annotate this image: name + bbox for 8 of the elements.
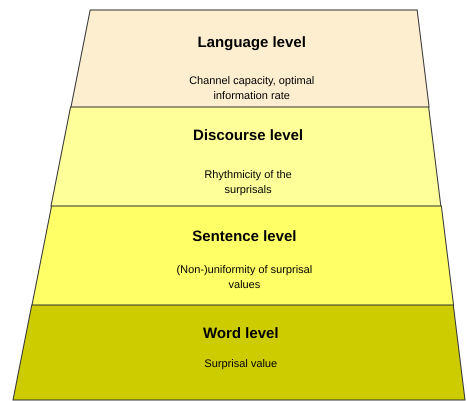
level-description: Rhythmicity of the surprisals bbox=[203, 168, 293, 198]
level-description: Surprisal value bbox=[203, 357, 278, 372]
level-description: (Non-)uniformity of surprisal values bbox=[176, 263, 314, 293]
level-title: Discourse level bbox=[192, 127, 304, 144]
level-title: Language level bbox=[196, 34, 307, 51]
level-description: Channel capacity, optimal information rate bbox=[188, 74, 316, 104]
level-title: Word level bbox=[202, 325, 280, 342]
level-title: Sentence level bbox=[191, 228, 298, 245]
